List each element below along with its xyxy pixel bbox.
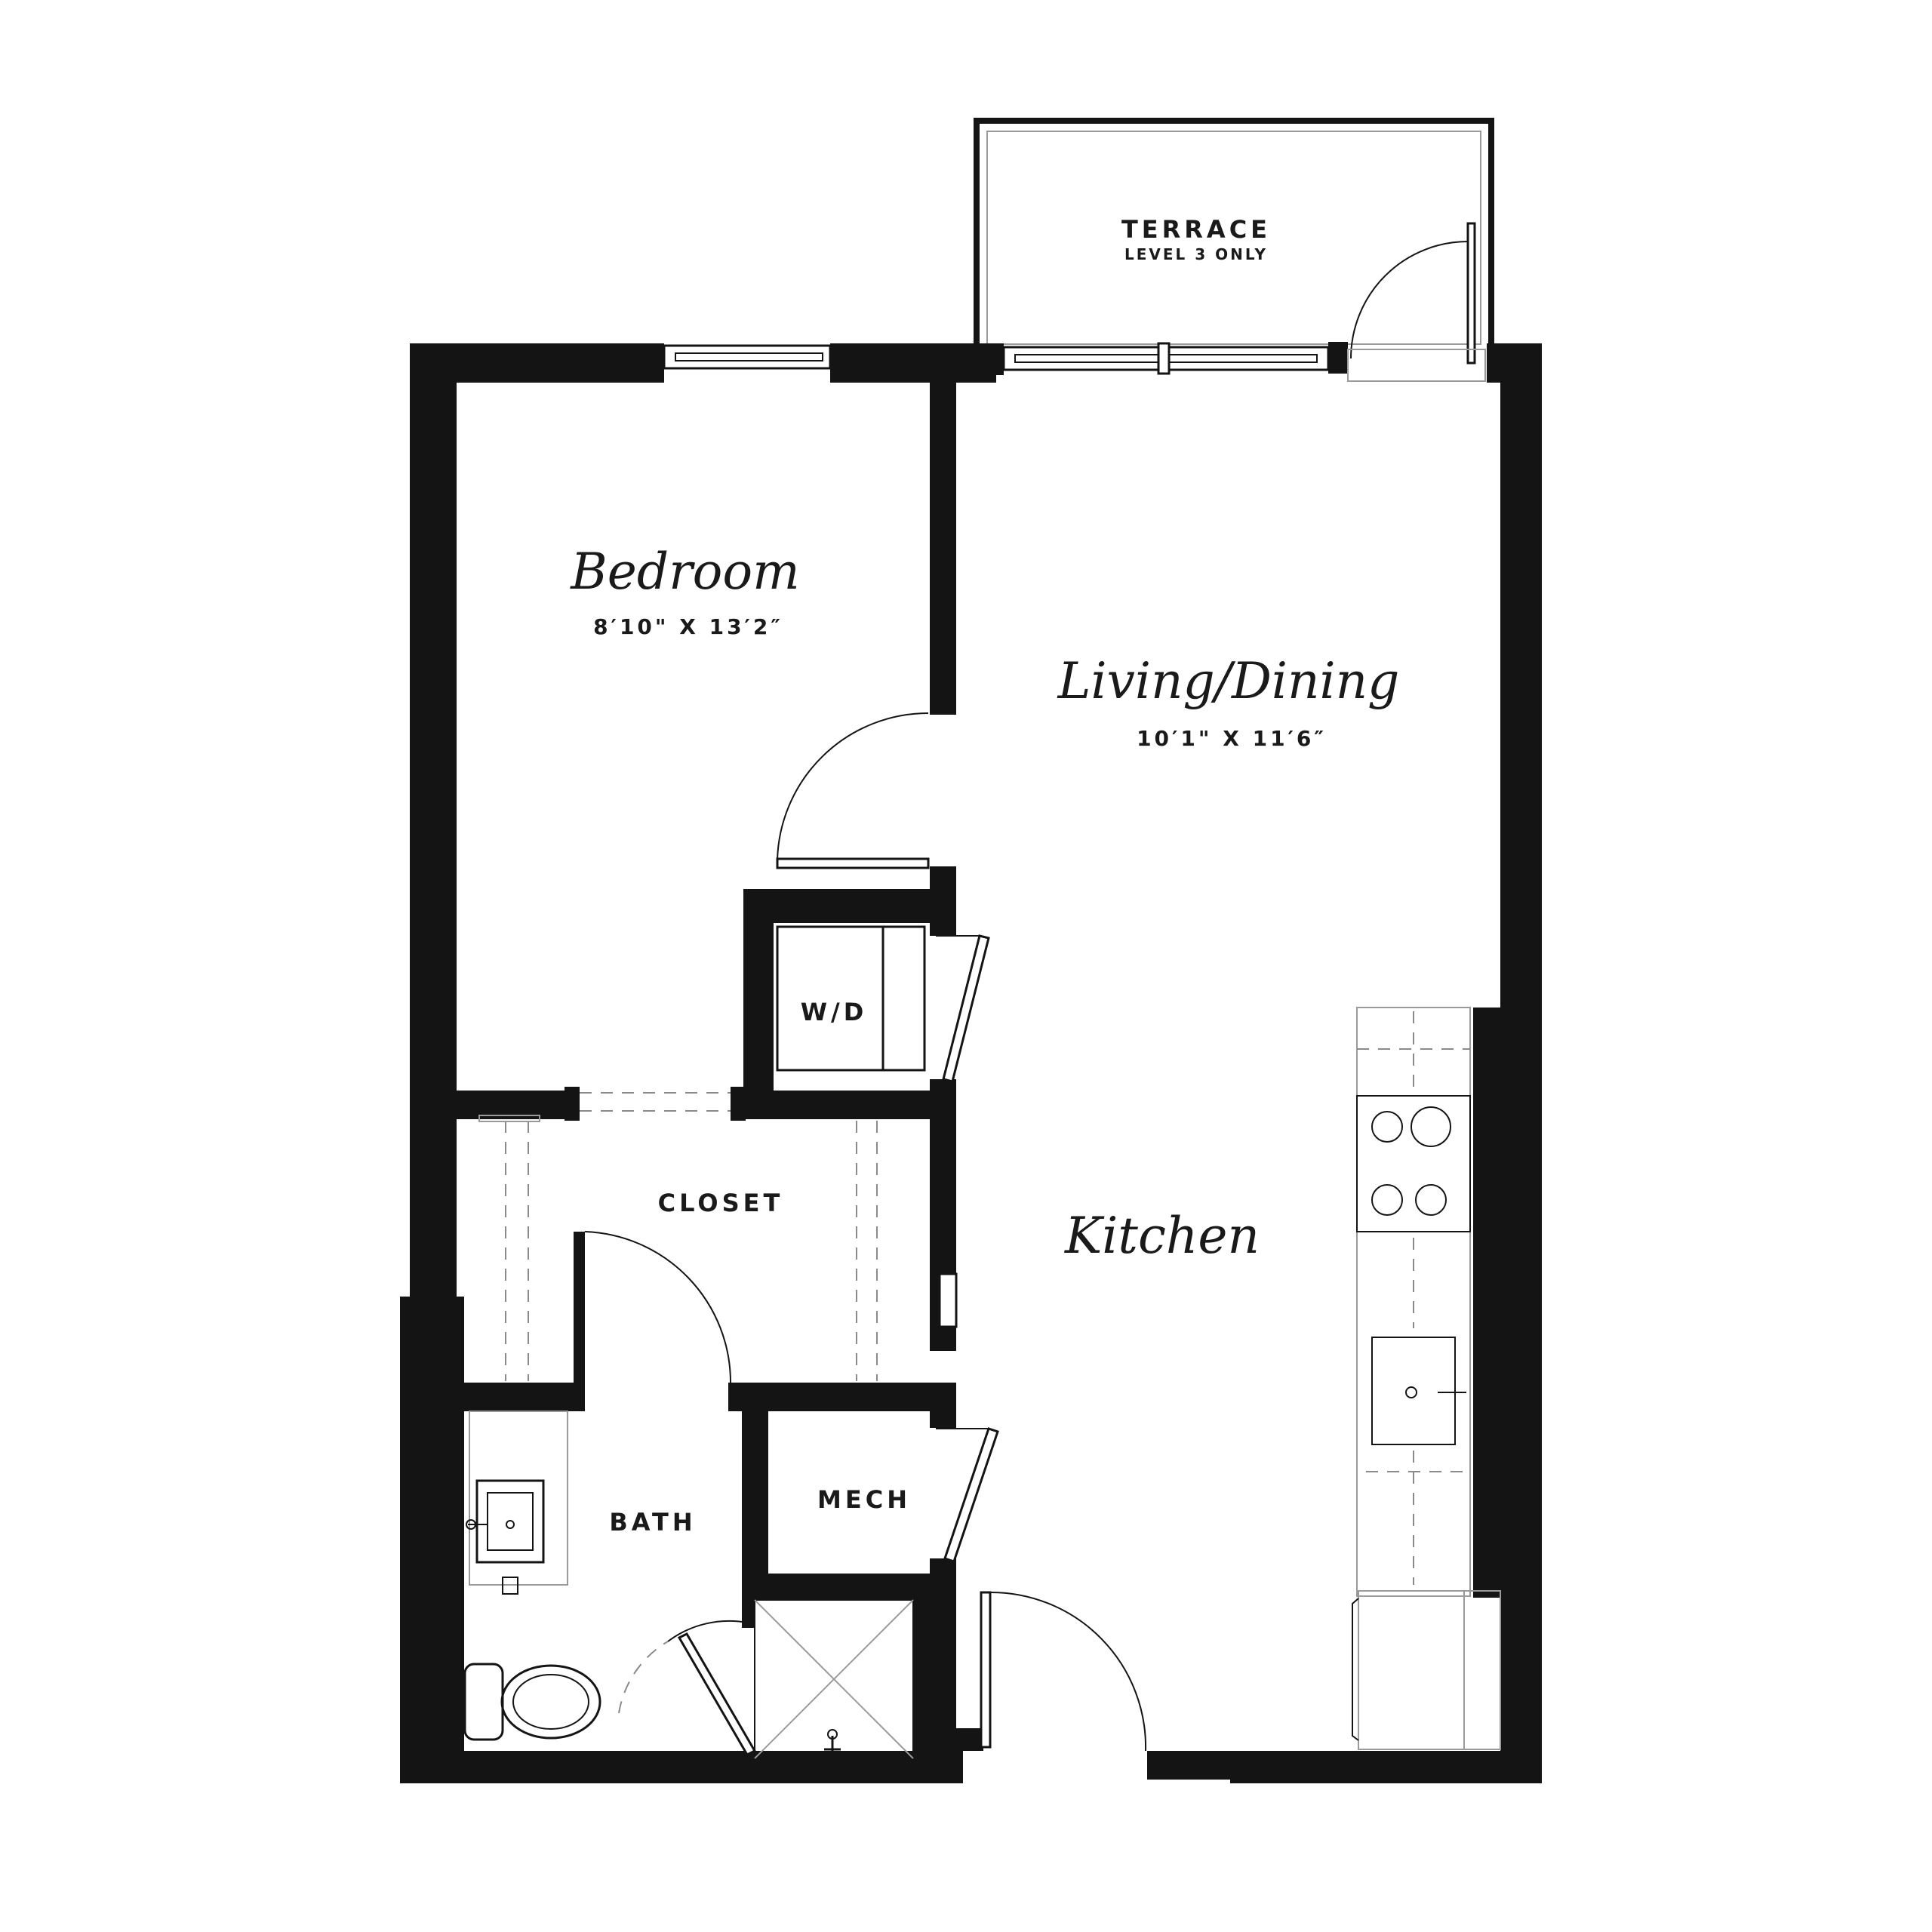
cooktop [1356,1095,1471,1232]
room-labels: Bedroom 8′10" X 13′2″ Living/Dining 10′1… [570,543,1399,1537]
toilet [463,1663,601,1741]
refrigerator [1352,1590,1501,1750]
terrace-label: TERRACE [1121,215,1271,244]
bedroom-door-swing [777,712,929,861]
terrace-door [1466,222,1476,365]
bath-label: BATH [609,1508,696,1537]
kitchen-sink [1371,1337,1466,1445]
terrace-note: LEVEL 3 ONLY [1124,245,1268,263]
mech-door [943,1427,999,1563]
entry-door [980,1591,992,1749]
terrace-door-swing [1350,241,1469,359]
bath-sink [466,1479,545,1595]
interior-walls [457,383,956,1783]
exterior-walls [400,342,1542,1783]
bedroom-dimensions: 8′10" X 13′2″ [593,614,783,639]
kitchen-counter [1352,1007,1501,1750]
wd-label: W/D [801,998,868,1026]
terrace: TERRACE LEVEL 3 ONLY [974,118,1494,365]
windows [663,342,1486,382]
bedroom-title: Bedroom [570,543,799,601]
living-window [1002,342,1330,375]
bath-fixtures [463,1411,914,1759]
bedroom-window [663,344,832,370]
mech-label: MECH [817,1485,911,1514]
closet-label: CLOSET [658,1189,784,1217]
washer-dryer: W/D [776,925,926,1072]
shower [754,1599,914,1759]
bedroom-closet-opening [580,1092,731,1112]
entry-door-swing [989,1591,1147,1752]
wd-closet-door [942,934,990,1083]
living-dining-dimensions: 10′1" X 11′6″ [1137,726,1327,751]
bath-door-swing [584,1231,731,1383]
shower-door [677,1632,757,1756]
kitchen-title: Kitchen [1064,1207,1260,1265]
terrace-threshold [1347,349,1486,382]
living-dining-title: Living/Dining [1057,652,1400,710]
bedroom-door [776,857,930,869]
closet-rods [478,1115,878,1381]
